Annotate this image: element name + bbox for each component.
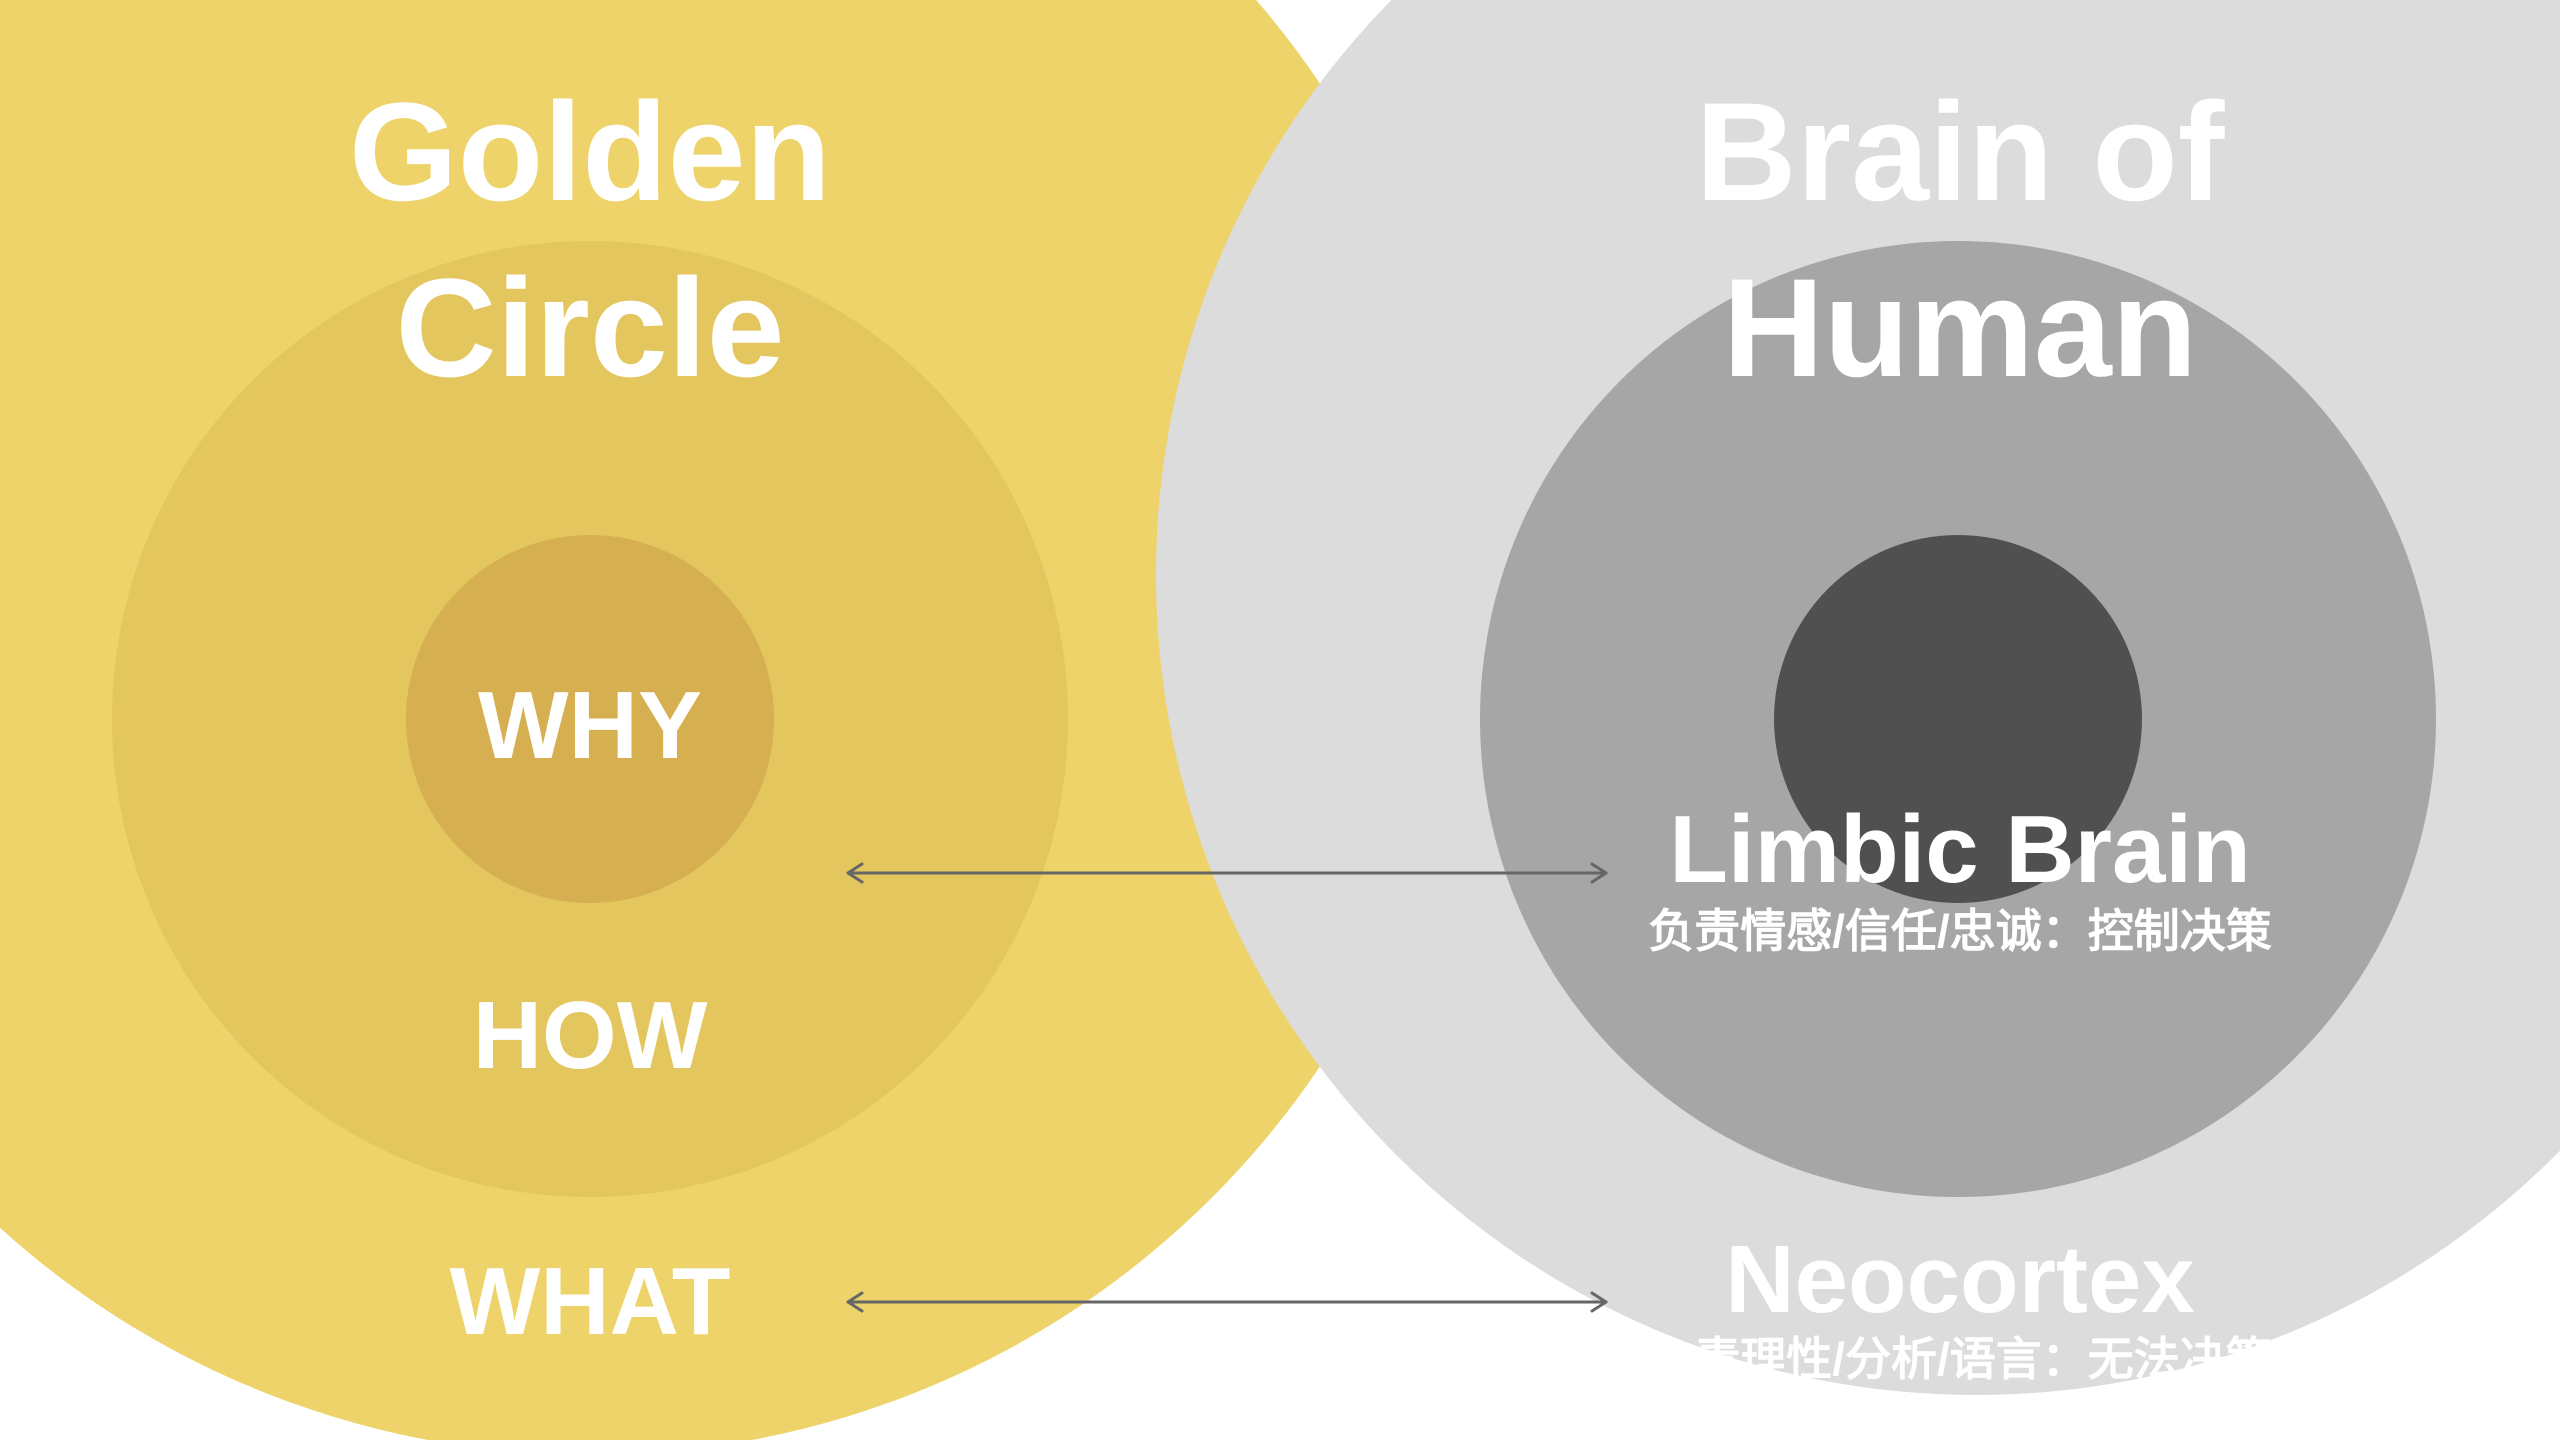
limbic-brain-description: 负责情感/信任/忠诚：控制决策	[1648, 905, 2272, 957]
brain-inner-circle	[1774, 535, 2142, 903]
neocortex-title: Neocortex	[1725, 1226, 2195, 1333]
limbic-brain-title: Limbic Brain	[1669, 796, 2251, 903]
what-label: WHAT	[449, 1248, 731, 1355]
golden-circle-title-line1: Golden	[348, 73, 832, 230]
brain-title-line1: Brain of	[1695, 73, 2225, 230]
golden-inner-circle	[406, 535, 774, 903]
how-label: HOW	[472, 982, 708, 1089]
brain-title-line2: Human	[1722, 249, 2198, 406]
neocortex-description: 负责理性/分析/语言：无法决策	[1648, 1333, 2272, 1385]
why-label: WHY	[478, 672, 702, 779]
golden-circle-title-line2: Circle	[395, 249, 785, 406]
